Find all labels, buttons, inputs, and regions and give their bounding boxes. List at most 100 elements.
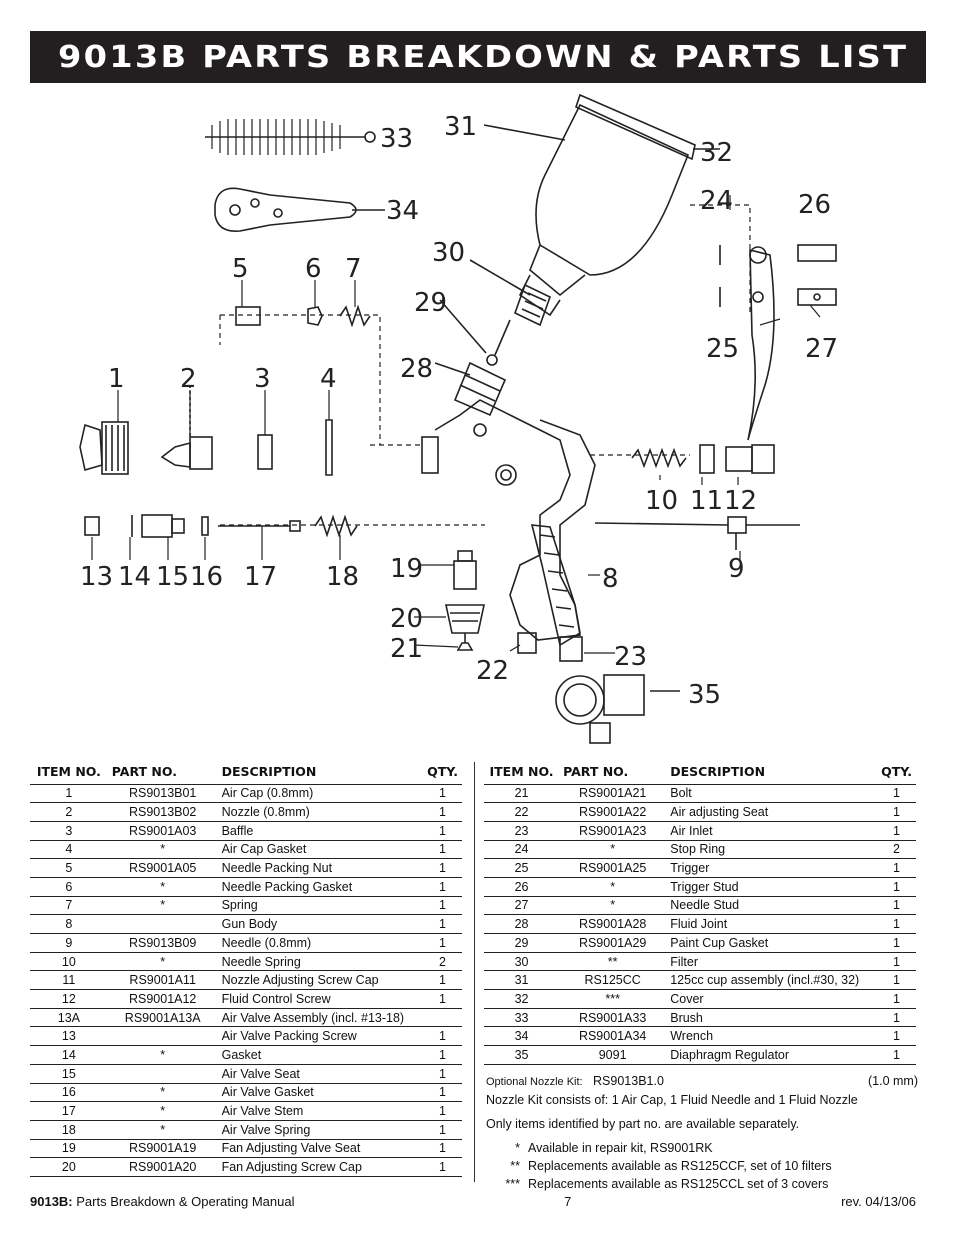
qty-cell: 1	[408, 914, 462, 934]
part-no-cell: *	[107, 952, 218, 972]
item-no-cell: 30	[484, 952, 560, 972]
footer-manual-title: Parts Breakdown & Operating Manual	[76, 1194, 295, 1209]
description-cell: Air Valve Spring	[217, 1120, 409, 1140]
qty-cell: 1	[408, 1157, 462, 1177]
item-no-cell: 21	[484, 784, 560, 804]
footnotes: *Available in repair kit, RS9001RK**Repl…	[486, 1139, 918, 1193]
callout-25: 25	[706, 334, 739, 364]
item-no-cell: 29	[484, 933, 560, 953]
spring-7	[339, 304, 371, 328]
callout-29: 29	[414, 288, 447, 318]
description-cell: Needle Packing Gasket	[217, 877, 409, 897]
description-cell: Brush	[666, 1008, 864, 1028]
part-no-cell: RS9001A33	[559, 1008, 667, 1028]
part-no-cell: ***	[559, 989, 667, 1009]
needle-packing-nut-5	[235, 306, 261, 326]
column-divider	[474, 762, 475, 1182]
item-no-cell: 34	[484, 1026, 560, 1047]
qty-cell: 1	[408, 802, 462, 822]
qty-cell: 1	[408, 1083, 462, 1103]
kit-contents: Nozzle Kit consists of: 1 Air Cap, 1 Flu…	[486, 1093, 858, 1107]
item-no-cell: 7	[30, 896, 108, 916]
callout-2: 2	[180, 364, 197, 394]
part-no-cell: RS9001A22	[559, 802, 667, 822]
qty-cell: 2	[408, 952, 462, 972]
part-no-cell: RS9001A11	[107, 970, 218, 991]
description-cell: Paint Cup Gasket	[666, 933, 864, 953]
footnote-text: Replacements available as RS125CCL set o…	[528, 1177, 829, 1191]
part-no-cell: RS9001A13A	[107, 1008, 218, 1028]
assembly-guides	[219, 204, 751, 526]
air-cap-gasket-4	[325, 419, 333, 476]
part-no-cell: *	[107, 1045, 218, 1065]
nozzle-2	[160, 385, 213, 470]
item-no-cell: 1	[30, 784, 108, 804]
part-no-cell: RS9001A28	[559, 914, 667, 934]
callout-17: 17	[244, 562, 277, 592]
table-header-row: ITEM NO. PART NO. DESCRIPTION QTY.	[30, 760, 462, 785]
wrench-34	[214, 187, 385, 232]
description-cell: Air Valve Seat	[217, 1064, 409, 1084]
part-no-cell: **	[559, 952, 667, 972]
item-no-cell: 16	[30, 1083, 108, 1103]
fluid-control-screw-12	[725, 446, 753, 472]
page-title: 9013B PARTS BREAKDOWN & PARTS LIST	[58, 39, 909, 75]
description-cell: Air Valve Assembly (incl. #13-18)	[217, 1008, 409, 1028]
diaphragm-regulator-35	[555, 674, 680, 744]
callout-3: 3	[254, 364, 271, 394]
footnote-mark: ***	[505, 1177, 520, 1191]
qty-cell: 1	[863, 952, 916, 972]
description-cell: Air Cap Gasket	[217, 840, 409, 860]
item-no-cell: 17	[30, 1101, 108, 1121]
callout-10: 10	[645, 486, 678, 516]
callout-14: 14	[118, 562, 151, 592]
qty-cell: 1	[863, 970, 916, 991]
qty-cell: 1	[408, 1139, 462, 1159]
item-no-cell: 33	[484, 1008, 560, 1028]
item-no-cell: 20	[30, 1157, 108, 1177]
description-cell: Diaphragm Regulator	[666, 1045, 864, 1065]
needle-9	[594, 516, 800, 550]
item-no-cell: 13A	[30, 1008, 108, 1028]
description-cell: Gun Body	[217, 914, 409, 934]
footnote-text: Available in repair kit, RS9001RK	[528, 1141, 713, 1155]
qty-cell: 1	[408, 840, 462, 860]
item-no-cell: 4	[30, 840, 108, 860]
qty-cell: 1	[408, 1064, 462, 1084]
footnote: **Replacements available as RS125CCF, se…	[486, 1157, 918, 1175]
qty-cell: 1	[408, 1120, 462, 1140]
description-cell: Needle Packing Nut	[217, 858, 409, 878]
part-no-cell: RS9013B09	[107, 933, 218, 953]
description-cell: Air Valve Packing Screw	[217, 1026, 409, 1047]
callout-18: 18	[326, 562, 359, 592]
qty-cell: 1	[408, 1026, 462, 1047]
callout-31: 31	[444, 112, 477, 142]
nozzle-adjusting-cap-11	[699, 444, 715, 474]
gun-body-8	[421, 399, 596, 662]
part-no-cell: RS9001A23	[559, 821, 667, 841]
description-cell: Nozzle (0.8mm)	[217, 802, 409, 822]
footnote-text: Replacements available as RS125CCF, set …	[528, 1159, 832, 1173]
callout-5: 5	[232, 254, 249, 284]
item-no-cell: 3	[30, 821, 108, 841]
part-no-cell: *	[107, 1083, 218, 1103]
qty-cell: 1	[863, 802, 916, 822]
part-no-cell: *	[107, 896, 218, 916]
header-description: DESCRIPTION	[217, 760, 409, 785]
qty-cell: 1	[408, 970, 462, 991]
description-cell: Fluid Joint	[666, 914, 864, 934]
callout-6: 6	[305, 254, 322, 284]
